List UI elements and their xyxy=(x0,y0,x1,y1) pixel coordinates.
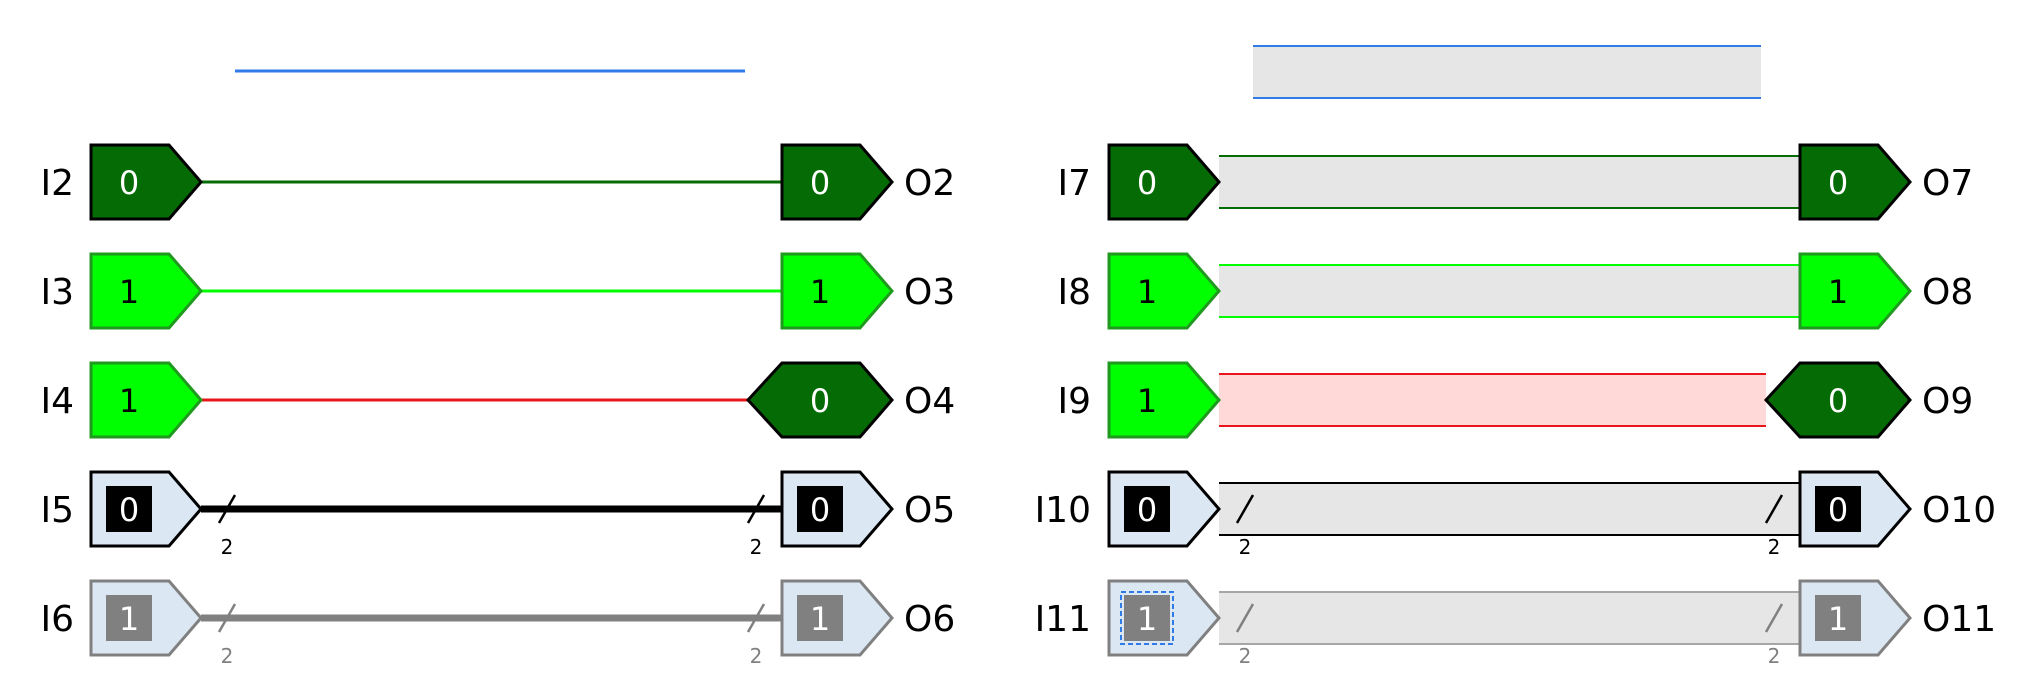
output-o2-pin[interactable] xyxy=(780,143,894,221)
input-label-i7: I7 xyxy=(1057,163,1091,204)
output-label-o9: O9 xyxy=(1922,381,1973,422)
input-i3-value: 1 xyxy=(119,273,139,311)
output-label-o2: O2 xyxy=(904,163,955,204)
row-i9: I9 1 0 O9 xyxy=(1057,361,1973,439)
wire-i7[interactable] xyxy=(1219,156,1800,208)
input-i8-pin[interactable] xyxy=(1107,252,1221,330)
output-o5-value-box xyxy=(797,486,843,532)
input-i10-value-box xyxy=(1124,486,1170,532)
output-o10-value: 0 xyxy=(1828,491,1848,529)
bus-width-slash xyxy=(1235,494,1255,524)
row-i8: I8 1 1 O8 xyxy=(1057,252,1973,330)
input-label-i3: I3 xyxy=(40,272,74,313)
output-label-o4: O4 xyxy=(904,381,955,422)
output-label-o6: O6 xyxy=(904,599,955,640)
bus-width-slash xyxy=(217,494,237,524)
bus-width-slash xyxy=(1764,603,1784,633)
output-o4-value: 0 xyxy=(810,382,830,420)
input-label-i8: I8 xyxy=(1057,272,1091,313)
bus-width-label: 2 xyxy=(1768,644,1781,668)
output-label-o5: O5 xyxy=(904,490,955,531)
input-i5-value-box xyxy=(106,486,152,532)
output-label-o3: O3 xyxy=(904,272,955,313)
row-i5: I5 2 2 0 0 O5 xyxy=(40,470,955,559)
input-label-i11: I11 xyxy=(1035,599,1091,640)
input-label-i5: I5 xyxy=(40,490,74,531)
row-i3: I3 1 1 O3 xyxy=(40,252,955,330)
input-i8-value: 1 xyxy=(1137,273,1157,311)
bus-width-label: 2 xyxy=(750,535,763,559)
wire-i11[interactable] xyxy=(1219,592,1800,644)
output-o11-value: 1 xyxy=(1828,600,1848,638)
output-o4-pin[interactable] xyxy=(745,361,894,439)
row-i10: I10 2 2 0 0 O10 xyxy=(1035,470,1996,559)
output-label-o8: O8 xyxy=(1922,272,1973,313)
input-i11-selection-box xyxy=(1120,591,1174,645)
input-i7-value: 0 xyxy=(1137,164,1157,202)
input-label-i9: I9 xyxy=(1057,381,1091,422)
output-o9-pin[interactable] xyxy=(1763,361,1912,439)
row-i7: I7 0 0 O7 xyxy=(1057,143,1973,221)
output-o6-value-box xyxy=(797,595,843,641)
output-o3-value: 1 xyxy=(810,273,830,311)
input-label-i2: I2 xyxy=(40,163,74,204)
wire-i8[interactable] xyxy=(1219,265,1800,317)
bus-width-slash xyxy=(1235,603,1255,633)
bus-width-label: 2 xyxy=(221,644,234,668)
input-i11-value-box xyxy=(1124,595,1170,641)
output-o8-pin[interactable] xyxy=(1798,252,1912,330)
wire-i9[interactable] xyxy=(1219,374,1766,426)
input-i2-pin[interactable] xyxy=(89,143,203,221)
row-i2: I2 0 0 O2 xyxy=(40,143,955,221)
right-header-wire-block xyxy=(1253,46,1761,98)
input-i9-pin[interactable] xyxy=(1107,361,1221,439)
output-o8-value: 1 xyxy=(1828,273,1848,311)
bus-width-slash xyxy=(746,603,766,633)
input-i11-value: 1 xyxy=(1137,600,1157,638)
input-i10-value: 0 xyxy=(1137,491,1157,529)
output-o11-value-box xyxy=(1815,595,1861,641)
output-o2-value: 0 xyxy=(810,164,830,202)
input-i6-value-box xyxy=(106,595,152,641)
output-label-o11: O11 xyxy=(1922,599,1996,640)
input-i9-value: 1 xyxy=(1137,382,1157,420)
wire-i10[interactable] xyxy=(1219,483,1800,535)
bus-width-slash xyxy=(746,494,766,524)
row-i11: I11 2 2 1 1 O11 xyxy=(1035,579,1996,668)
bus-width-label: 2 xyxy=(1768,535,1781,559)
output-o3-pin[interactable] xyxy=(780,252,894,330)
output-o9-value: 0 xyxy=(1828,382,1848,420)
output-o7-value: 0 xyxy=(1828,164,1848,202)
bus-width-label: 2 xyxy=(221,535,234,559)
row-i4: I4 1 0 O4 xyxy=(40,361,955,439)
bus-width-label: 2 xyxy=(750,644,763,668)
row-i6: I6 2 2 1 1 O6 xyxy=(40,579,955,668)
output-o10-value-box xyxy=(1815,486,1861,532)
output-label-o7: O7 xyxy=(1922,163,1973,204)
output-o6-value: 1 xyxy=(810,600,830,638)
input-i3-pin[interactable] xyxy=(89,252,203,330)
bus-width-slash xyxy=(1764,494,1784,524)
input-label-i10: I10 xyxy=(1035,490,1091,531)
input-label-i6: I6 xyxy=(40,599,74,640)
input-i4-pin[interactable] xyxy=(89,361,203,439)
input-label-i4: I4 xyxy=(40,381,74,422)
bus-width-label: 2 xyxy=(1239,535,1252,559)
input-i4-value: 1 xyxy=(119,382,139,420)
output-label-o10: O10 xyxy=(1922,490,1996,531)
bus-width-slash xyxy=(217,603,237,633)
output-o5-value: 0 xyxy=(810,491,830,529)
output-o7-pin[interactable] xyxy=(1798,143,1912,221)
input-i2-value: 0 xyxy=(119,164,139,202)
bus-width-label: 2 xyxy=(1239,644,1252,668)
input-i6-value: 1 xyxy=(119,600,139,638)
input-i5-value: 0 xyxy=(119,491,139,529)
input-i7-pin[interactable] xyxy=(1107,143,1221,221)
